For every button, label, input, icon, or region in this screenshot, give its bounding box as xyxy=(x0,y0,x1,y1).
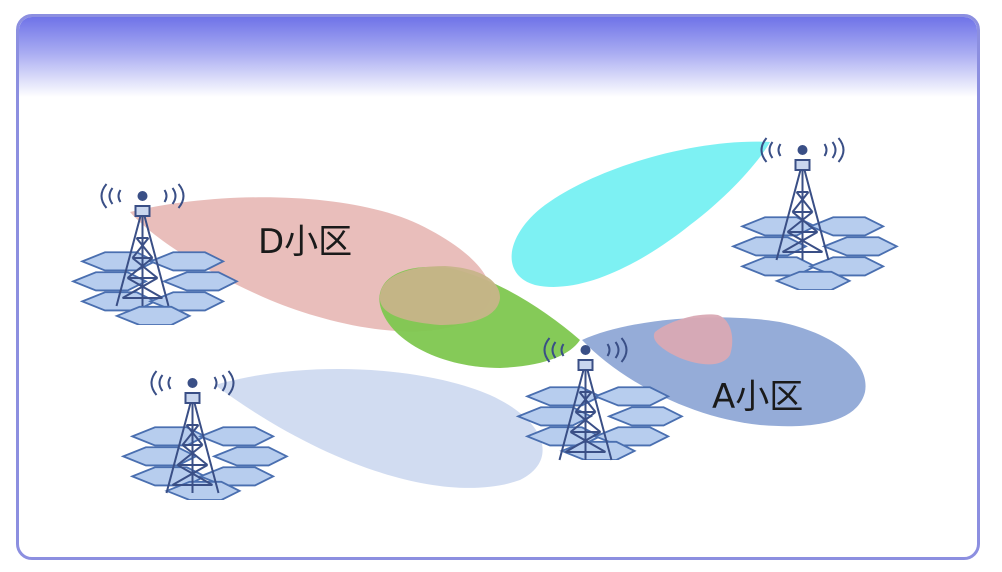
base-station-top-right xyxy=(732,136,898,290)
beam-lightblue xyxy=(215,368,543,488)
frame-header-bar xyxy=(19,17,977,97)
beam-a-pink xyxy=(653,314,733,365)
hexagon-cell-icon xyxy=(72,251,238,325)
beam-a xyxy=(582,317,866,427)
cell-label-d: D小区 xyxy=(258,222,352,262)
beam-cyan xyxy=(511,141,770,287)
beam-overlap xyxy=(379,266,500,325)
cell-label-a: A小区 xyxy=(712,377,803,417)
hexagon-cell-icon xyxy=(732,216,898,290)
